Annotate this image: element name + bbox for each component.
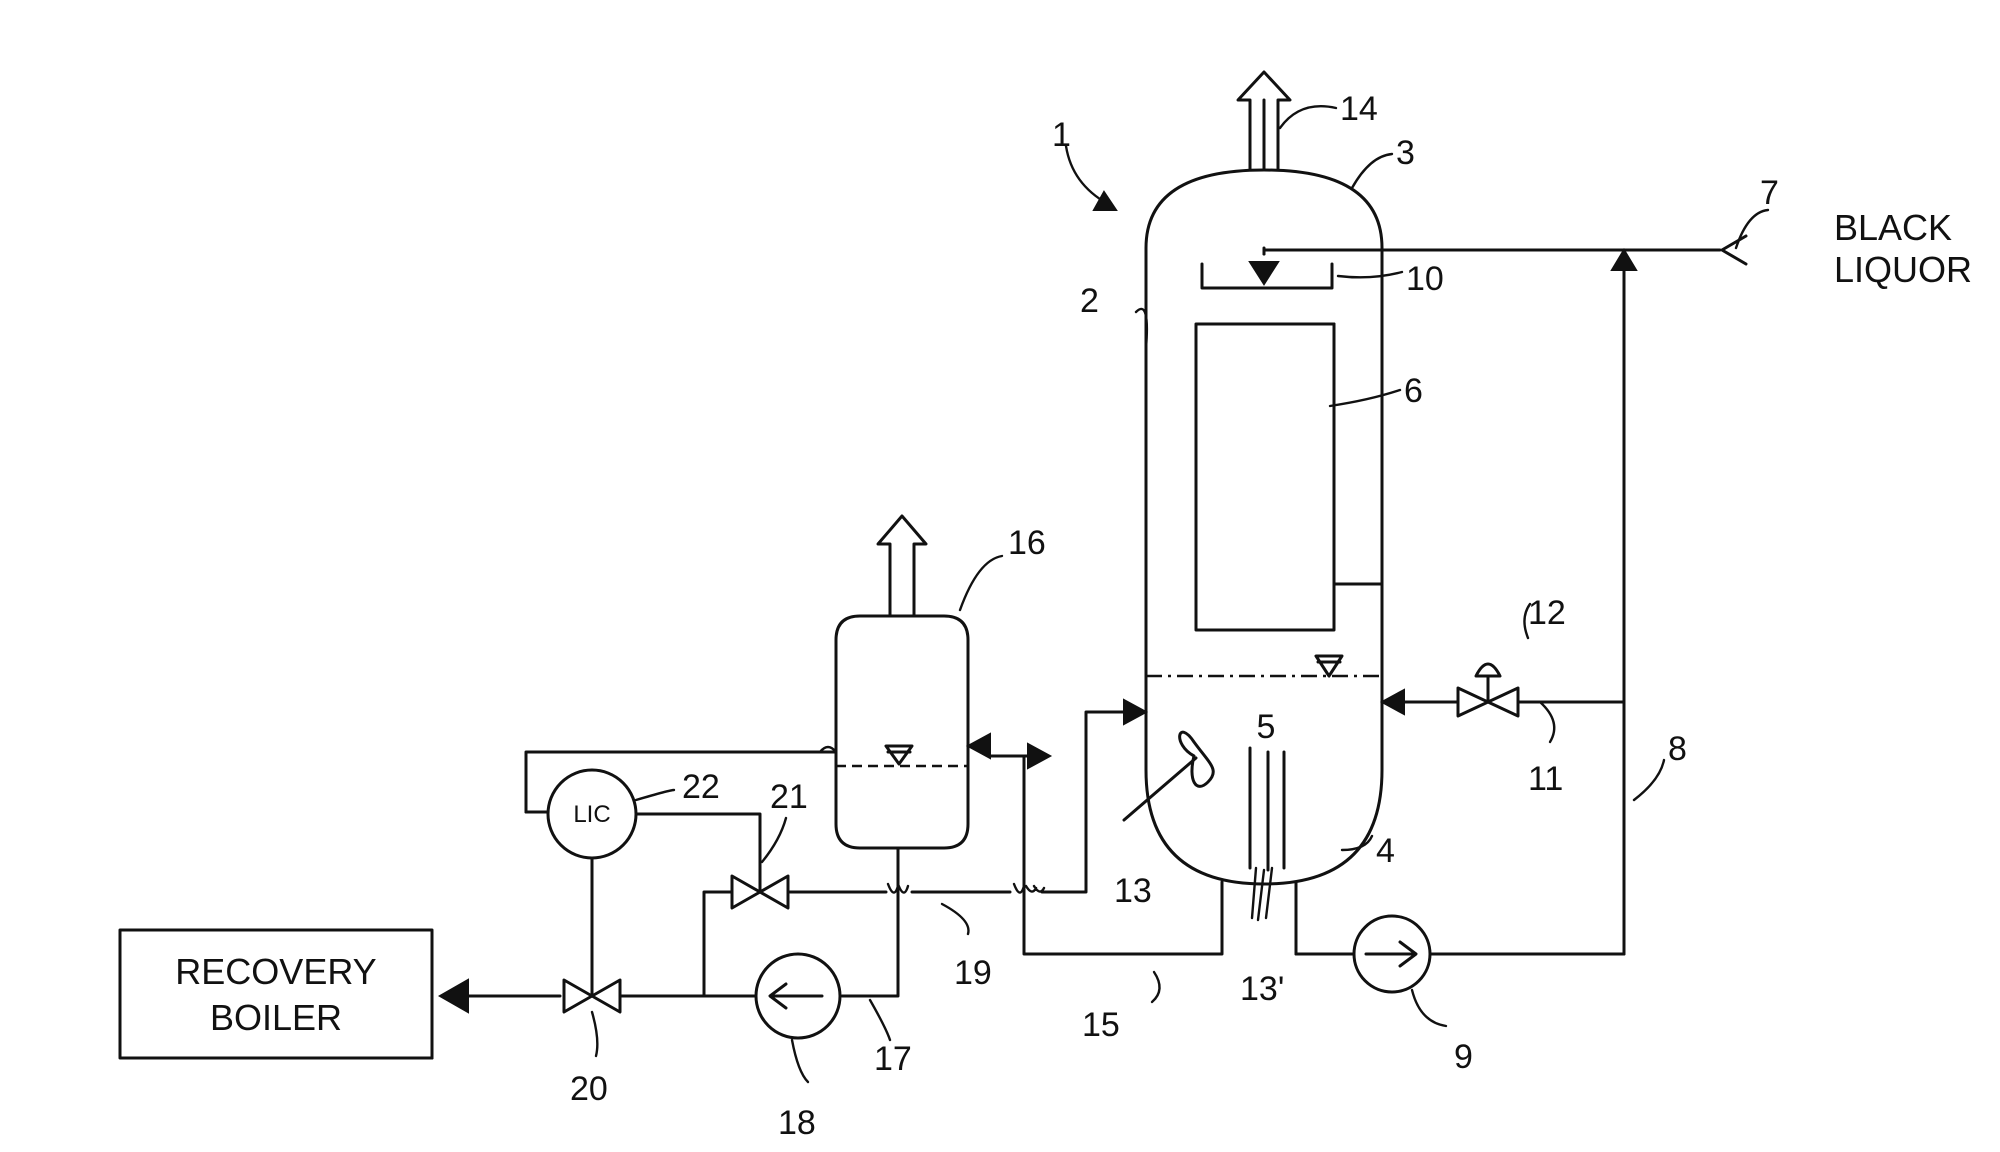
flash-tank-inlet [968,734,1030,954]
product-line [440,980,756,1012]
svg-text:BLACK: BLACK [1834,207,1952,248]
circulation-pump [1354,916,1430,992]
flash-tank [836,616,968,848]
ref-4: 4 [1376,832,1395,870]
feed-to-vessel-line [1026,700,1146,892]
ref-1: 1 [1052,116,1071,154]
reference-numerals: 1 2 3 4 5 6 7 8 9 10 11 12 13 13' 14 15 … [570,90,1779,1142]
ref-21: 21 [770,778,808,816]
level-control-valve [564,858,620,1012]
bottom-draw-pipes [1250,748,1284,920]
ref-16: 16 [1008,524,1046,562]
transfer-pump [756,954,840,1038]
bypass-line-19 [790,884,1024,893]
ref-22: 22 [682,768,720,806]
heating-element [1196,324,1382,630]
svg-text:LIQUOR: LIQUOR [1834,249,1972,290]
ref-10: 10 [1406,260,1444,298]
ref-20: 20 [570,1070,608,1108]
ref-2: 2 [1080,282,1099,320]
ref-17: 17 [874,1040,912,1078]
ref-5: 5 [1257,708,1276,746]
liquor-distributor [1202,248,1332,288]
leader-lines [592,106,1768,1082]
ref-15: 15 [1082,1006,1120,1044]
flash-vapor-outlet [878,516,926,616]
ref-6: 6 [1404,372,1423,410]
feed-line [1264,236,1746,264]
ref-8: 8 [1668,730,1687,768]
ref-3: 3 [1396,134,1415,172]
recovery-boiler [120,930,432,1058]
black-liquor-inlet-label: BLACK LIQUOR [1834,207,1972,290]
vessel-liquid-level [1146,656,1382,676]
agitator-propeller [1124,732,1213,820]
svg-text:BOILER: BOILER [210,997,342,1038]
controller-label: LIC [573,801,610,828]
vessel-pointer [1066,146,1116,210]
control-valve [1458,664,1518,716]
recovery-boiler-label: RECOVERY BOILER [175,951,376,1038]
ref-7: 7 [1760,174,1779,212]
recirculation-line [1296,250,1636,954]
ref-13: 13 [1114,872,1152,910]
flash-tank-level [836,746,968,766]
ref-14: 14 [1340,90,1378,128]
bypass-valve-branch [704,866,788,996]
ref-11: 11 [1528,760,1563,798]
ref-13-prime: 13' [1240,970,1284,1008]
ref-18: 18 [778,1104,816,1142]
evaporator-vessel [1146,100,1382,884]
flash-tank-outlet [842,848,898,996]
ref-19: 19 [954,954,992,992]
ref-9: 9 [1454,1038,1473,1076]
ref-12: 12 [1528,594,1566,632]
svg-text:RECOVERY: RECOVERY [175,951,376,992]
